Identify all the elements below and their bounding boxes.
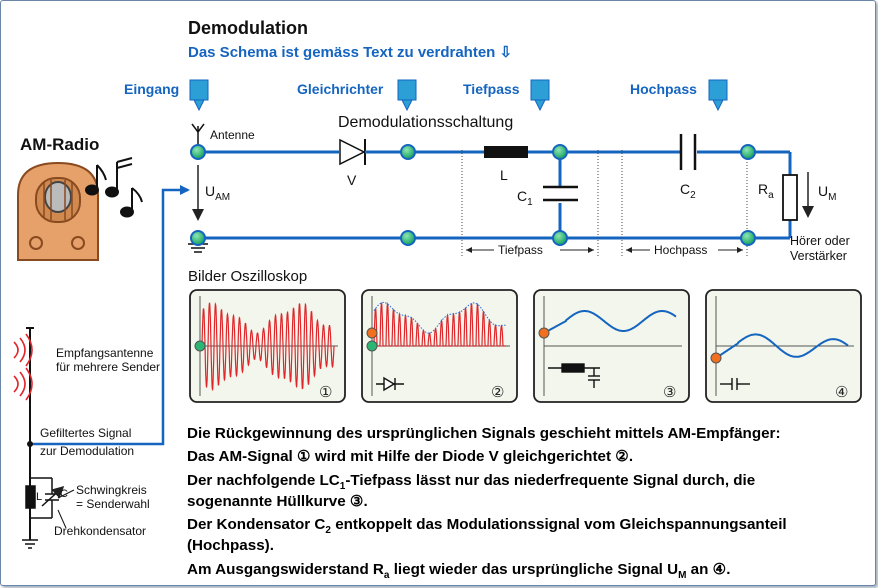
am-signal-trace [201, 302, 335, 392]
stage-gleichrichter: Gleichrichter [297, 79, 417, 112]
stage-tiefpass: Tiefpass [463, 79, 550, 112]
page-subtitle: Das Schema ist gemäss Text zu verdrahten… [188, 44, 513, 61]
node [552, 230, 568, 246]
node [190, 230, 206, 246]
scope-number-4: ④ [835, 384, 848, 401]
signal-label-2: zur Demodulation [40, 444, 134, 458]
node [552, 144, 568, 160]
c2-label: C2 [680, 181, 696, 201]
hochpass-range-label: Hochpass [654, 243, 707, 257]
tiefpass-range-label: Tiefpass [498, 243, 543, 257]
diode-icon [338, 138, 370, 166]
node [400, 230, 416, 246]
node [740, 230, 756, 246]
text-line-2: Das AM-Signal ① wird mit Hilfe der Diode… [187, 448, 634, 465]
drehkondensator-label: Drehkondensator [54, 524, 146, 538]
schwingkreis-label-2: = Senderwahl [76, 497, 150, 511]
text-line-7: Am Ausgangswiderstand Ra liegt wieder da… [187, 561, 731, 582]
text-line-6: (Hochpass). [187, 537, 274, 554]
oscilloscope-title: Bilder Oszilloskop [188, 268, 307, 285]
probe-dot [194, 340, 206, 352]
antenna-label: Antenne [210, 128, 255, 142]
down-arrow-icon [530, 79, 550, 112]
junction-dot [27, 441, 33, 447]
lc-c-label: C [60, 488, 68, 500]
scope-panel-3: ③ [533, 289, 690, 403]
lowpass-icon [548, 363, 600, 388]
capacitor-c1-icon [543, 185, 578, 202]
probe-dot [366, 327, 378, 339]
page-title: Demodulation [188, 18, 308, 38]
signal-label-1: Gefiltertes Signal [40, 426, 131, 440]
node [740, 144, 756, 160]
down-arrow-icon [708, 79, 728, 112]
input-wire [30, 188, 188, 446]
node [190, 144, 206, 160]
stage-label-gleichrichter: Gleichrichter [297, 81, 384, 97]
probe-dot [710, 352, 722, 364]
ra-label: Ra [758, 181, 774, 201]
radio-icon [17, 161, 99, 261]
scope-number-2: ② [491, 384, 504, 401]
stage-label-eingang: Eingang [124, 81, 179, 97]
lc-tank-icon [22, 477, 65, 549]
top-wire [198, 150, 792, 240]
output-label-line1: Hörer oder [790, 234, 850, 248]
lc-l-label: L [36, 491, 42, 503]
stage-label-tiefpass: Tiefpass [463, 81, 520, 97]
down-arrow-icon [397, 79, 417, 112]
dreh-pointer [57, 509, 67, 529]
c1-label: C1 [517, 188, 533, 208]
capacitor-icon [720, 378, 750, 390]
schwingkreis-pointer [57, 489, 75, 499]
text-line-5: Der Kondensator C2 entkoppelt das Modula… [187, 516, 787, 537]
stage-hochpass: Hochpass [630, 79, 728, 112]
scope-panel-2: ② [361, 289, 518, 403]
stage-eingang: Eingang [124, 79, 209, 112]
text-line-4: sogenannte Hüllkurve ③. [187, 493, 368, 510]
input-arrow [180, 185, 190, 195]
node [400, 144, 416, 160]
down-arrow-icon [189, 79, 209, 112]
scope-panel-4: ④ [705, 289, 862, 403]
empfang-label-2: für mehrere Sender [56, 360, 160, 374]
music-notes-icon [85, 157, 143, 218]
envelope-trace [373, 301, 506, 334]
uam-label: UAM [205, 183, 230, 203]
hochpass-range: Hochpass [626, 243, 743, 257]
envelope-trace [543, 310, 677, 334]
scope-panel-1: ① [189, 289, 346, 403]
probe-dot [538, 327, 550, 339]
rectified-trace [373, 302, 506, 347]
schwingkreis-label-1: Schwingkreis [76, 483, 147, 497]
scope-number-3: ③ [663, 384, 676, 401]
probe-dot [366, 340, 378, 352]
diode-label: V [347, 172, 357, 188]
capacitor-c2-icon [679, 134, 697, 170]
stage-label-hochpass: Hochpass [630, 81, 697, 97]
tiefpass-range: Tiefpass [466, 243, 594, 257]
inductor-icon [484, 146, 528, 158]
circuit-nodes [190, 144, 756, 246]
output-trace [715, 333, 849, 359]
resistor-icon [782, 174, 798, 221]
um-label: UM [818, 183, 836, 203]
output-label-line2: Verstärker [790, 249, 847, 263]
diode-icon [376, 376, 404, 392]
circuit-title: Demodulationsschaltung [338, 114, 513, 131]
text-line-1: Die Rückgewinnung des ursprünglichen Sig… [187, 425, 781, 442]
scope-number-1: ① [319, 384, 332, 401]
empfang-label-1: Empfangsantenne [56, 346, 154, 360]
text-line-3: Der nachfolgende LC1-Tiefpass lässt nur … [187, 472, 756, 493]
inductor-label: L [500, 167, 508, 183]
radio-label: AM-Radio [20, 135, 99, 154]
